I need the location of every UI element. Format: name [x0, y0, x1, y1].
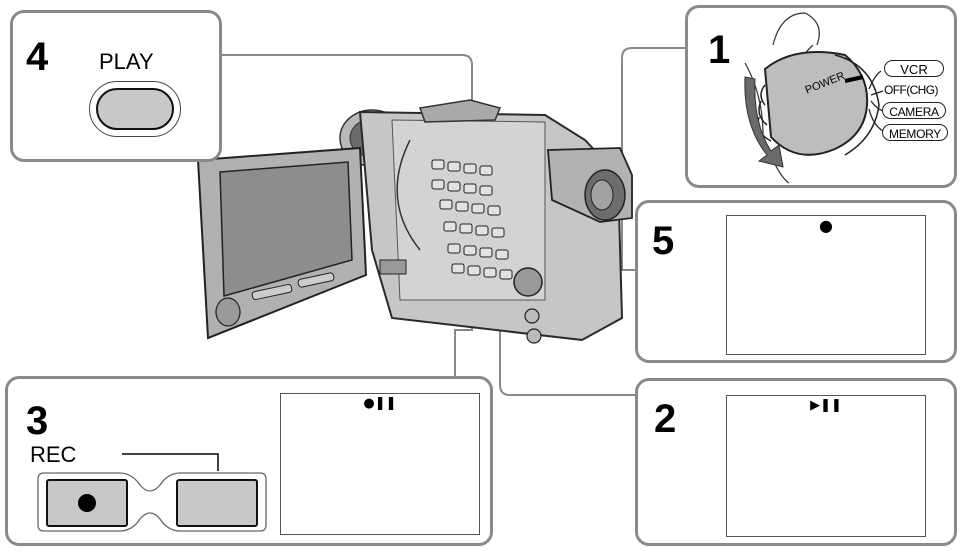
step-1-number: 1	[708, 28, 731, 72]
button-cluster	[431, 159, 513, 280]
rec-button[interactable]	[46, 479, 128, 527]
step-2-number: 2	[654, 397, 677, 441]
record-dot-icon	[78, 494, 96, 512]
mode-camera-label: CAMERA	[889, 105, 939, 119]
mode-memory-label: MEMORY	[889, 127, 941, 141]
mode-vcr-label: VCR	[900, 62, 928, 77]
record-indicator: ●	[819, 216, 833, 235]
play-label: PLAY	[99, 49, 154, 74]
rec-bracket	[122, 453, 219, 471]
step-3-panel: 3 REC ●❚❚	[5, 376, 493, 546]
rotate-arrow-icon	[744, 76, 784, 168]
lcd-screen-rec-pause: ●❚❚	[280, 393, 480, 535]
step-4-panel: 4 PLAY	[10, 10, 222, 162]
rec-label: REC	[30, 442, 77, 467]
lcd-screen-standby: ▶❚❚	[726, 395, 926, 537]
play-pause-indicator: ▶❚❚	[810, 398, 842, 413]
mode-memory: MEMORY	[882, 124, 948, 141]
step-5-number: 5	[652, 219, 675, 263]
lcd-screen-recording: ●	[726, 215, 926, 355]
mode-vcr: VCR	[884, 60, 944, 77]
step-4-number: 4	[26, 35, 49, 79]
step-1-panel: 1 POWER VCR OFF(CHG)	[685, 5, 957, 188]
power-dial	[513, 267, 543, 297]
mode-off-chg: OFF(CHG)	[884, 83, 938, 97]
rec-pause-indicator: ●❚❚	[363, 396, 397, 411]
mode-camera: CAMERA	[882, 102, 946, 119]
step-2-panel: 2 ▶❚❚	[635, 378, 957, 546]
step-5-panel: 5 ●	[635, 200, 957, 363]
step-3-number: 3	[26, 399, 49, 443]
rec-partner-button[interactable]	[176, 479, 258, 527]
power-switch-illustration	[744, 12, 884, 184]
play-button[interactable]	[89, 81, 181, 137]
